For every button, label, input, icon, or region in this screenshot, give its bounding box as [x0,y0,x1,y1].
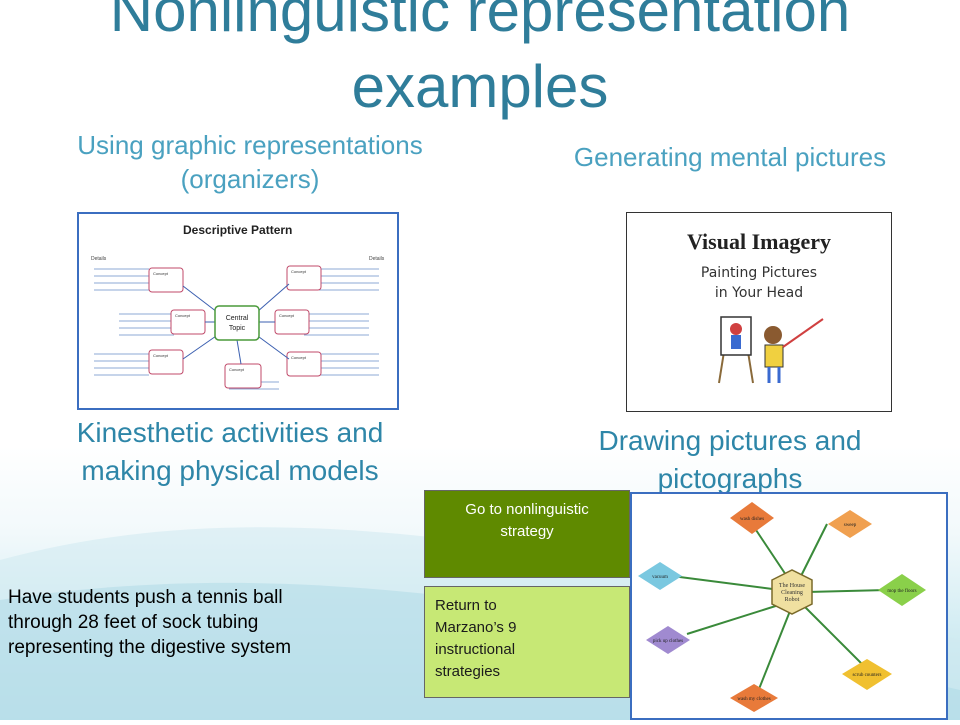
mental-pictures-label: Generating mental pictures [573,142,887,172]
central-topic-line1: Central [226,315,249,322]
kinesthetic-label-line1: Kinesthetic activities and [76,417,384,448]
return-button-line3: instructional [435,641,516,658]
go-button-line2: strategy [500,523,554,540]
central-topic-line2: Topic [229,325,246,332]
visual-imagery-line1: Painting Pictures [701,265,817,281]
go-button-line1: Go to nonlinguistic [465,501,589,518]
note-line-3: representing the digestive system [8,637,292,658]
pictograph-image: The House Cleaning Robot wash dishes swe… [630,492,948,720]
note-line-1: Have students push a tennis ball [8,587,283,608]
drawing-label-line1: Drawing pictures and [598,425,862,456]
concept-node: Concept [153,353,169,358]
descriptive-pattern-image: Descriptive Pattern Details Details Conc… [77,212,399,410]
concept-node: Concept [153,271,169,276]
pictograph-diagram: The House Cleaning Robot wash dishes swe… [638,502,926,712]
kinesthetic-label: Kinesthetic activities and making physic… [40,414,420,490]
return-button-line2: Marzano’s 9 [435,619,517,636]
painter-easel-icon [718,316,824,384]
graphic-label-line2: (organizers) [180,164,320,194]
pictograph-node: wash dishes [740,517,764,522]
note-line-2: through 28 feet of sock tubing [8,612,259,633]
pictograph-center-line3: Robot [785,597,800,603]
drawing-label-line2: pictographs [657,463,803,494]
pictograph-node: pick up clothes [653,639,683,644]
descriptive-pattern-heading: Descriptive Pattern [183,223,292,237]
visual-imagery-line2: in Your Head [715,285,803,301]
pictograph-node: mop the floors [887,589,916,594]
graphic-representations-label: Using graphic representations (organizer… [30,128,470,196]
concept-node: Concept [291,355,307,360]
pictograph-center-line2: Cleaning [781,590,803,596]
page-title-line1: Nonlinguistic representation [109,0,851,44]
details-label-right: Details [369,256,385,262]
kinesthetic-label-line2: making physical models [81,455,379,486]
pictograph-node: vacuum [652,575,668,580]
visual-imagery-image: Visual Imagery Painting Pictures in Your… [626,212,892,412]
return-button-line4: strategies [435,663,501,680]
return-button-line1: Return to [435,597,497,614]
pictograph-node: sweep [844,523,857,528]
pictograph-center-line1: The House [779,583,805,589]
concept-node: Concept [279,313,295,318]
concept-node: Concept [175,313,191,318]
pictograph-node: wash my clothes [737,697,770,702]
graphic-label-line1: Using graphic representations [77,130,423,160]
drawing-label: Drawing pictures and pictographs [545,422,915,498]
return-to-marzano-strategies-button[interactable]: Return to Marzano’s 9 instructional stra… [424,586,630,698]
visual-imagery-heading: Visual Imagery [687,229,831,254]
details-label-left: Details [91,256,107,262]
go-to-nonlinguistic-strategy-button[interactable]: Go to nonlinguistic strategy [424,490,630,578]
concept-node: Concept [291,269,307,274]
pictograph-node: scrub counters [852,673,881,678]
visual-imagery-graphic: Visual Imagery Painting Pictures in Your… [687,229,831,384]
concept-node: Concept [229,367,245,372]
page-title-line2: examples [351,53,609,120]
kinesthetic-activity-note: Have students push a tennis ball through… [8,585,398,660]
descriptive-pattern-diagram: Descriptive Pattern Details Details Conc… [91,223,385,390]
